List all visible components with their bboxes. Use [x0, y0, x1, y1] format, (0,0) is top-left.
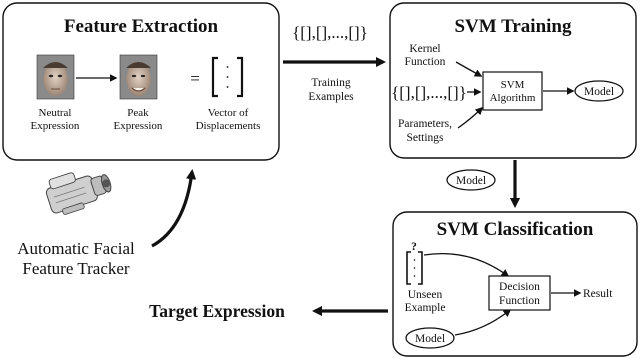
classification-model-node [405, 327, 455, 349]
feature-extraction-panel: Feature Extraction Neutral Expression Pe… [2, 2, 280, 161]
equals-sign: = [190, 69, 200, 88]
neutral-expression-label-line1: Neutral [39, 107, 72, 119]
decision-function-box [488, 275, 551, 311]
peak-expression-label-line2: Expression [114, 120, 163, 132]
feature-extraction-title: Feature Extraction [64, 16, 219, 37]
training-examples-label-line1: Training [311, 77, 350, 89]
classification-model-label: Model [415, 333, 445, 345]
svm-algorithm-box [482, 71, 543, 111]
svm-training-title: SVM Training [454, 16, 572, 37]
svm-classification-panel: SVM Classification ? Unseen Example Mode… [392, 211, 638, 357]
trained-model-label: Model [584, 86, 614, 98]
unknown-mark: ? [411, 241, 417, 253]
kernel-label-line1: Kernel [409, 43, 440, 55]
vector-bracket-icon [211, 56, 244, 98]
unseen-example-label-line2: Example [405, 302, 446, 314]
vector-label-line2: Displacements [196, 120, 261, 132]
video-camera-icon [45, 172, 112, 215]
tracker-label-line1: Automatic Facial [17, 239, 135, 258]
target-expression-label: Target Expression [149, 301, 285, 321]
tracker-to-extraction-arrow [151, 168, 197, 248]
vector-label-line1: Vector of [208, 107, 249, 119]
model-transfer-node [446, 169, 496, 191]
parameters-label-line2: Settings [406, 132, 444, 144]
peak-expression-label-line1: Peak [127, 107, 149, 119]
svm-training-panel: SVM Training Kernel Function {[],[],...,… [389, 2, 637, 159]
kernel-to-algorithm-arrow [455, 61, 483, 77]
unseen-vector-icon [406, 251, 423, 285]
peak-face-image [119, 54, 158, 100]
unseen-example-label-line1: Unseen [408, 289, 443, 301]
svm-classification-title: SVM Classification [437, 219, 594, 240]
model-to-decision-arrow [454, 309, 512, 336]
neutral-expression-label-line2: Expression [31, 120, 80, 132]
parameters-label-line1: Parameters, [398, 118, 452, 130]
neutral-face-image [36, 54, 75, 100]
training-examples-set: {[],[],...,[]} [292, 23, 368, 42]
trained-model-node [574, 80, 624, 102]
tracker-label-line2: Feature Tracker [22, 259, 130, 278]
kernel-label-line2: Function [405, 56, 446, 68]
svm-training-set: {[],[],...,[]} [391, 83, 467, 102]
result-label: Result [583, 288, 613, 300]
unseen-to-decision-arrow [423, 252, 510, 277]
svm-algorithm-label-line2: Algorithm [490, 92, 536, 104]
decision-function-label-line2: Function [499, 295, 540, 307]
svm-algorithm-label-line1: SVM [501, 79, 525, 91]
decision-function-label-line1: Decision [499, 281, 540, 293]
training-examples-label-line2: Examples [308, 91, 354, 103]
parameters-to-algorithm-arrow [457, 106, 484, 129]
model-transfer-label: Model [456, 175, 486, 187]
